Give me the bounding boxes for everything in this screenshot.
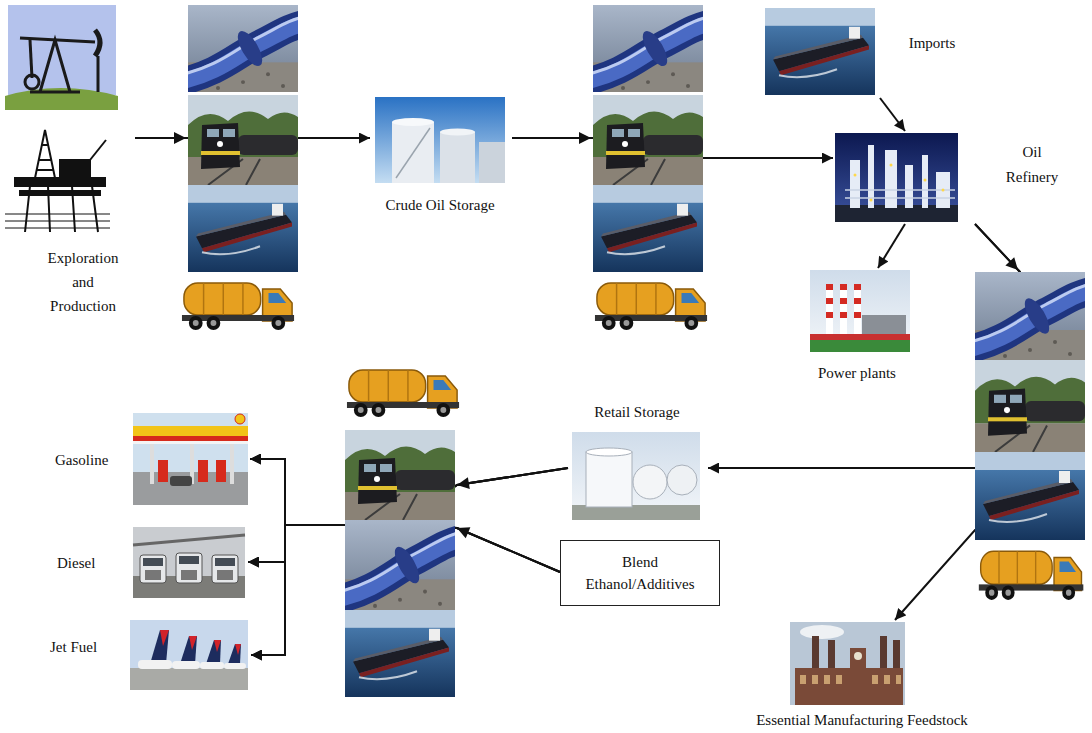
node-label: Imports: [893, 34, 971, 53]
offshore-rig-clipart: [5, 130, 110, 232]
node-label: Essential Manufacturing Feedstock: [712, 711, 1012, 729]
node-label: Oil Refinery: [1000, 140, 1064, 190]
stage-node: Retail Storage: [568, 401, 708, 523]
node-label: Crude Oil Storage: [370, 196, 510, 215]
pumpjack-clipart: [5, 5, 118, 110]
stage-node: Imports: [763, 6, 975, 98]
transport-stack: [335, 370, 465, 697]
node-label: Power plants: [797, 364, 917, 383]
flow-arrow: [880, 98, 905, 131]
tanker-photo: [975, 452, 1085, 540]
tank-truck-clipart: [182, 283, 294, 330]
power-plant-photo: [810, 270, 910, 352]
stage-node: Exploration and Production: [5, 5, 135, 321]
refinery-photo: [835, 133, 958, 222]
flow-arrow: [708, 224, 1020, 468]
node-label: Retail Storage: [568, 403, 706, 422]
crude-storage-photo: [375, 97, 505, 183]
tank-truck-clipart: [979, 551, 1084, 600]
stage-node: Jet Fuel: [45, 617, 251, 693]
stage-node: Diesel: [50, 524, 248, 601]
stage-node: Oil Refinery: [833, 131, 1068, 224]
rail-photo: [188, 95, 298, 185]
diesel-trucks-photo: [133, 527, 245, 598]
stage-node: Power plants: [797, 268, 919, 388]
stage-node: Gasoline: [50, 410, 250, 507]
tanker-photo: [593, 185, 703, 272]
stage-node: Crude Oil Storage: [370, 95, 512, 217]
pipeline-photo: [583, 5, 713, 92]
transport-stack: [583, 5, 713, 330]
gas-station-photo: [133, 413, 248, 505]
pipeline-photo: [965, 272, 1092, 360]
tank-truck-clipart: [347, 370, 459, 417]
tanker-photo: [188, 185, 298, 272]
node-label: Exploration and Production: [43, 246, 123, 318]
transport-stack: [178, 5, 308, 330]
rail-photo: [593, 95, 703, 185]
rail-photo: [345, 430, 455, 520]
tanker-photo: [345, 610, 455, 697]
node-label: Jet Fuel: [50, 638, 125, 657]
node-label: Gasoline: [55, 451, 130, 470]
tank-truck-clipart: [595, 283, 707, 330]
node-label: Blend Ethanol/Additives: [571, 551, 709, 595]
flow-arrowhead: [174, 132, 1018, 538]
pipeline-photo: [335, 520, 465, 610]
transport-stack: [965, 272, 1092, 600]
process-box: Blend Ethanol/Additives: [560, 540, 720, 606]
rail-photo: [975, 360, 1085, 452]
airliners-photo: [130, 620, 248, 690]
feedstock-factory-photo: [790, 622, 905, 705]
import-tanker-photo: [765, 8, 875, 95]
retail-storage-photo: [572, 432, 700, 520]
stage-node: Essential Manufacturing Feedstock: [712, 620, 1014, 731]
pipeline-photo: [178, 5, 308, 92]
flow-arrow: [878, 224, 905, 268]
node-label: Diesel: [57, 554, 127, 573]
